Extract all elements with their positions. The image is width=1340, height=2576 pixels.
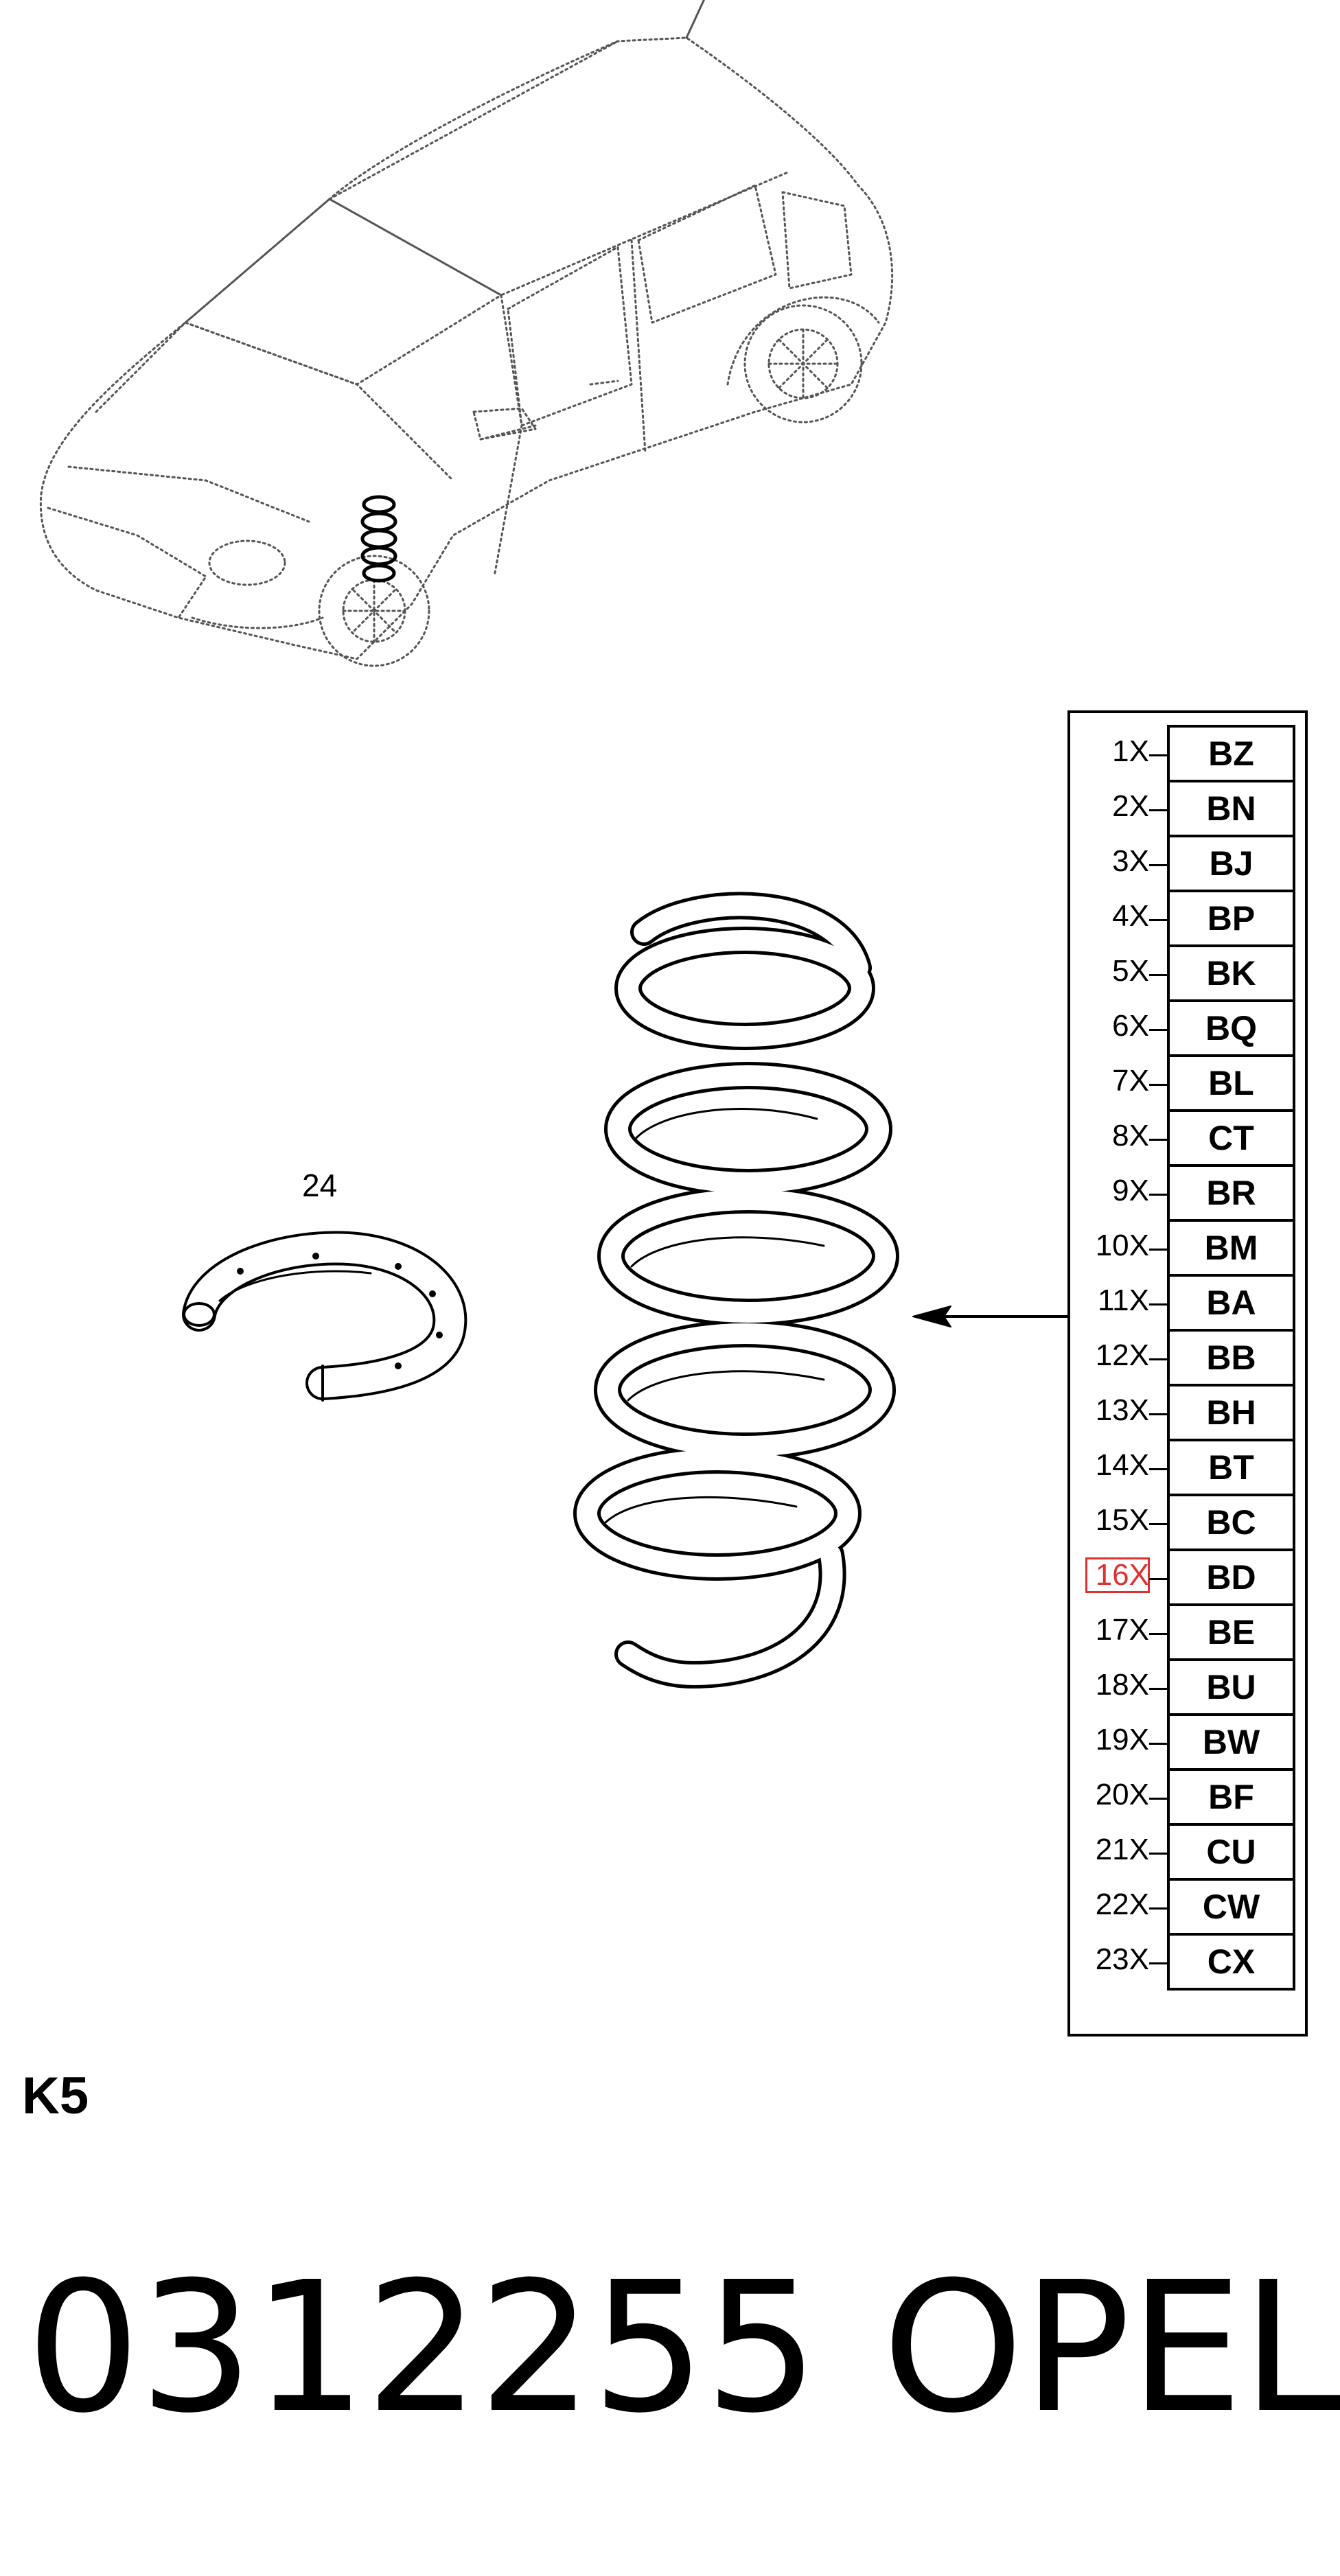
variant-quantity-label: 4X bbox=[1112, 899, 1149, 933]
variant-connector-line bbox=[1149, 1029, 1167, 1031]
variant-quantity-label: 23X bbox=[1095, 1942, 1149, 1976]
variant-connector-line bbox=[1149, 1688, 1167, 1690]
variant-code-cell: CT bbox=[1170, 1112, 1293, 1167]
variant-code-cell: CU bbox=[1170, 1826, 1293, 1881]
variant-connector-line bbox=[1149, 1633, 1167, 1635]
variant-connector-line bbox=[1149, 754, 1167, 756]
variant-code-cell: BE bbox=[1170, 1606, 1293, 1661]
variant-quantity-label: 13X bbox=[1095, 1393, 1149, 1427]
variant-code-cell: BT bbox=[1170, 1441, 1293, 1496]
variant-quantity-label: 11X bbox=[1097, 1284, 1149, 1317]
variant-quantity-label: 21X bbox=[1095, 1833, 1149, 1866]
variant-quantity-label: 15X bbox=[1095, 1503, 1149, 1537]
variant-quantity-label: 6X bbox=[1112, 1009, 1149, 1043]
variant-quantity-label: 10X bbox=[1095, 1229, 1149, 1262]
variant-code-cell: BD bbox=[1170, 1551, 1293, 1606]
variant-connector-line bbox=[1149, 1194, 1167, 1196]
variant-quantity-label: 19X bbox=[1095, 1723, 1149, 1756]
variant-connector-line bbox=[1149, 1468, 1167, 1470]
variant-quantity-label: 7X bbox=[1112, 1064, 1149, 1098]
variant-connector-line bbox=[1149, 1084, 1167, 1086]
variant-code-cell: BK bbox=[1170, 947, 1293, 1002]
variant-quantity-label: 16X bbox=[1085, 1557, 1150, 1593]
variant-connector-line bbox=[1149, 974, 1167, 976]
variant-quantity-label: 18X bbox=[1095, 1668, 1149, 1702]
vehicle-spring-location-marker bbox=[360, 495, 397, 583]
variant-code-cell: BJ bbox=[1170, 837, 1293, 892]
variant-code-cell: BR bbox=[1170, 1167, 1293, 1222]
variant-code-cell: CW bbox=[1170, 1881, 1293, 1936]
coil-spring-illustration bbox=[573, 892, 899, 1689]
arrow-left-icon bbox=[912, 1306, 1069, 1327]
variant-connector-line bbox=[1149, 1743, 1167, 1745]
variant-quantity-label: 20X bbox=[1095, 1778, 1149, 1811]
item-callout-label: 24 bbox=[302, 1168, 338, 1203]
variant-connector-line bbox=[1149, 1303, 1167, 1306]
variant-connector-line bbox=[1149, 809, 1167, 811]
variant-connector-line bbox=[1149, 1798, 1167, 1800]
variant-code-cell: BP bbox=[1170, 892, 1293, 947]
variant-code-cell: BZ bbox=[1170, 728, 1293, 782]
variant-quantity-label: 1X bbox=[1112, 734, 1149, 768]
variant-connector-line bbox=[1149, 1907, 1167, 1910]
variant-quantity-label: 22X bbox=[1095, 1888, 1149, 1921]
part-number: 0312255 bbox=[26, 2243, 819, 2452]
variant-connector-line bbox=[1149, 1523, 1167, 1525]
variant-code-cell: BM bbox=[1170, 1222, 1293, 1277]
variant-connector-line bbox=[1149, 919, 1167, 921]
variant-code-cell: BF bbox=[1170, 1771, 1293, 1826]
variant-connector-line bbox=[1149, 1413, 1167, 1415]
variant-connector-line bbox=[1149, 1578, 1167, 1580]
variant-quantity-label: 3X bbox=[1112, 844, 1149, 878]
variant-connector-line bbox=[1149, 864, 1167, 866]
variant-quantity-label: 14X bbox=[1095, 1448, 1149, 1482]
hatchback-car-illustration bbox=[39, 0, 894, 667]
variant-code-cell: BU bbox=[1170, 1661, 1293, 1716]
variant-table bbox=[1067, 710, 1308, 2037]
variant-code-cell: BW bbox=[1170, 1716, 1293, 1771]
variant-quantity-label: 9X bbox=[1112, 1174, 1149, 1207]
variant-code-cell: CX bbox=[1170, 1936, 1293, 1991]
variant-code-cell: BA bbox=[1170, 1277, 1293, 1332]
variant-connector-line bbox=[1149, 1139, 1167, 1141]
variant-quantity-label: 17X bbox=[1095, 1613, 1149, 1647]
variant-connector-line bbox=[1149, 1249, 1167, 1251]
variant-code-cell: BQ bbox=[1170, 1002, 1293, 1057]
variant-connector-line bbox=[1149, 1358, 1167, 1360]
variant-quantity-label: 2X bbox=[1112, 789, 1149, 823]
variant-code-cell: BH bbox=[1170, 1386, 1293, 1441]
variant-quantity-label: 12X bbox=[1095, 1338, 1149, 1372]
variant-code-cell: BC bbox=[1170, 1496, 1293, 1551]
variant-connector-line bbox=[1149, 1962, 1167, 1964]
variant-quantity-label: 8X bbox=[1112, 1119, 1149, 1152]
diagram-reference: K5 bbox=[22, 2067, 89, 2125]
spring-insulator-ring-illustration bbox=[182, 1231, 467, 1402]
variant-code-cell: BN bbox=[1170, 782, 1293, 837]
brand-name: OPEL bbox=[882, 2243, 1340, 2452]
variant-connector-line bbox=[1149, 1853, 1167, 1855]
variant-code-cell: BL bbox=[1170, 1057, 1293, 1112]
variant-quantity-label: 5X bbox=[1112, 954, 1149, 988]
variant-code-cell: BB bbox=[1170, 1332, 1293, 1386]
